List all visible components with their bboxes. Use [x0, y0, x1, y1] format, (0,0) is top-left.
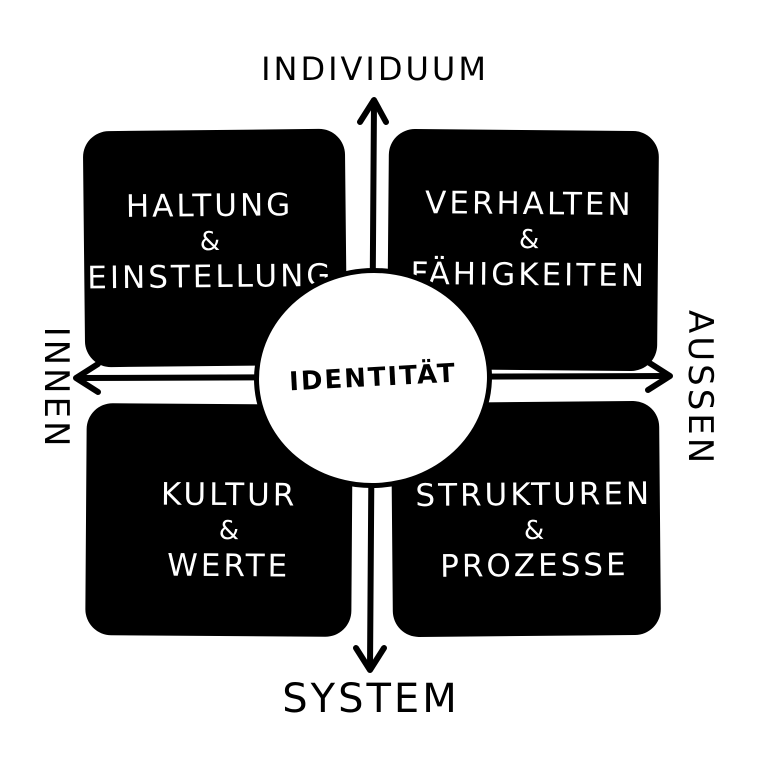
axis-label-individuum: INDIVIDUUM [261, 50, 489, 88]
arrow-left-head [73, 361, 101, 395]
center-label: IDENTITÄT [288, 358, 458, 398]
axis-label-system: SYSTEM [282, 676, 460, 722]
quadrant-line1: VERHALTEN [424, 185, 634, 223]
axis-label-innen: INNEN [36, 326, 76, 450]
quadrant-line2: EINSTELLUNG [87, 258, 334, 297]
arrow-up-head [357, 97, 389, 125]
quadrant-text: STRUKTUREN & PROZESSE [415, 475, 653, 587]
quadrant-text: KULTUR & WERTE [160, 476, 298, 587]
quadrant-line1: STRUKTUREN [415, 475, 653, 514]
quadrant-ampersand: & [218, 515, 240, 546]
arrow-down-head [353, 645, 387, 673]
quadrant-line1: KULTUR [160, 476, 298, 514]
quadrant-line2: WERTE [167, 547, 291, 585]
quadrant-text: HALTUNG & EINSTELLUNG [86, 186, 333, 299]
quadrant-line1: HALTUNG [125, 187, 294, 225]
quadrant-ampersand: & [523, 515, 545, 546]
axis-label-aussen: AUßEN [680, 310, 720, 467]
quadrant-text: VERHALTEN & FÄHIGKEITEN [410, 184, 647, 296]
arrow-right-head [645, 359, 673, 393]
quadrant-line2: PROZESSE [440, 547, 629, 585]
quadrant-ampersand: & [199, 226, 221, 257]
quadrant-ampersand: & [518, 224, 540, 255]
